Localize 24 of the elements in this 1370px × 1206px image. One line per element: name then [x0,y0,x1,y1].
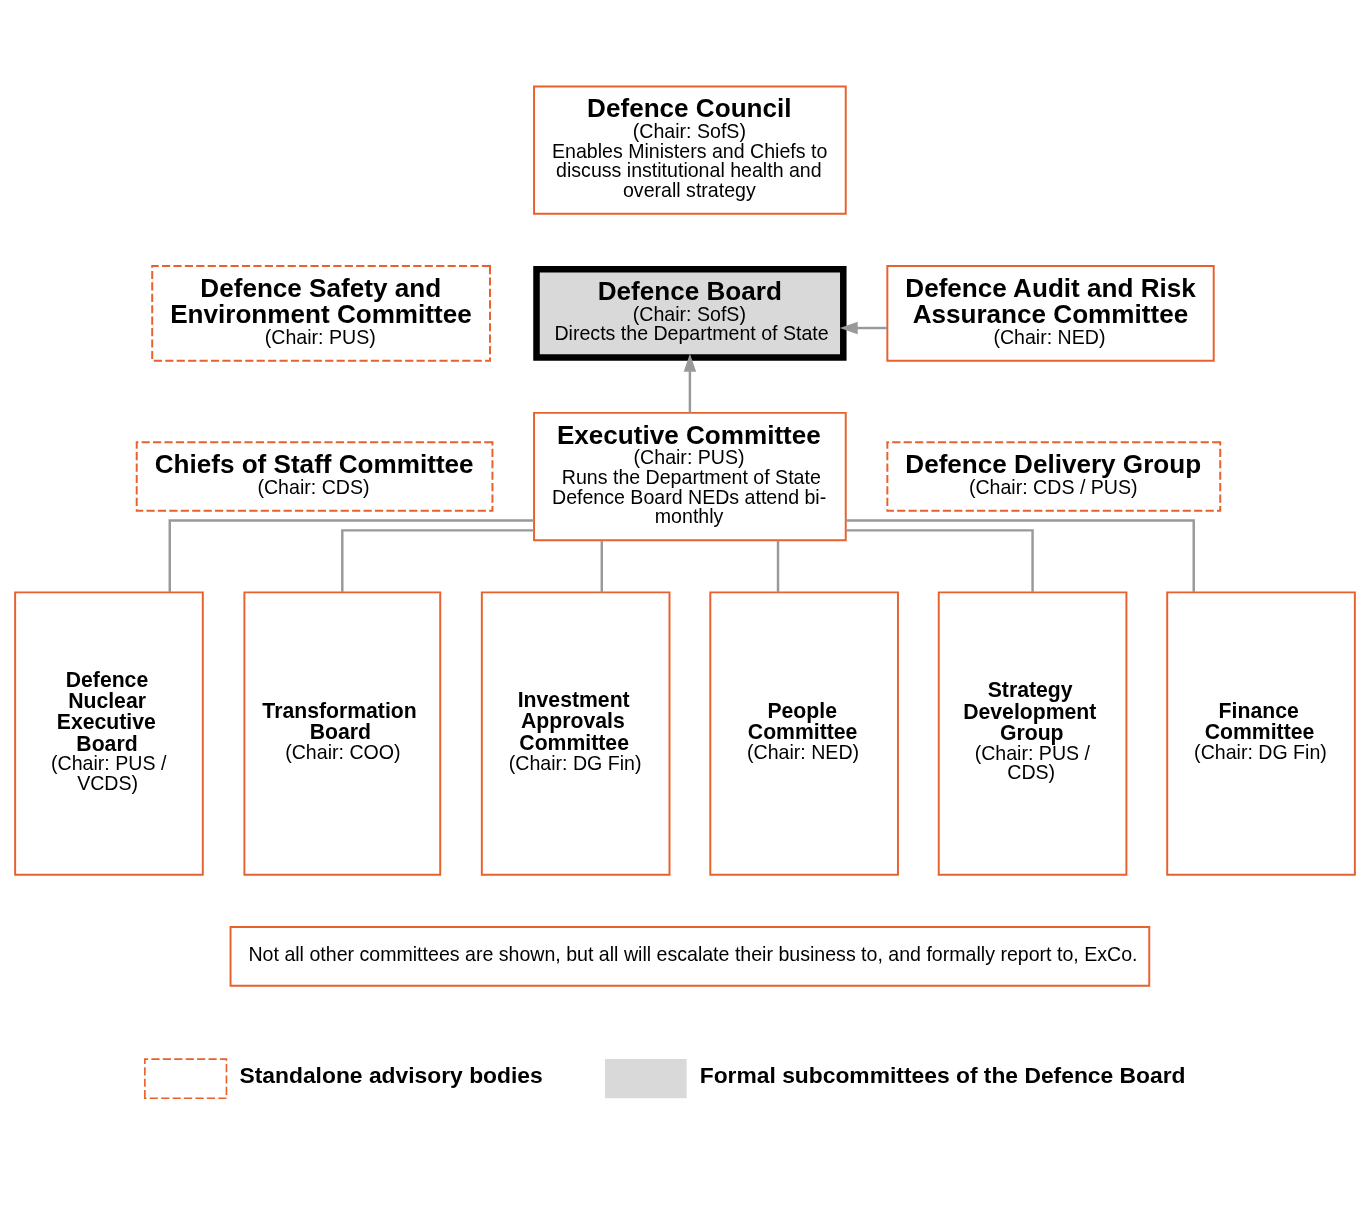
connector [168,519,534,593]
node-box: Defence Safety and Environment Committee (Chair: PUS) [151,265,491,362]
node-box: Chiefs of Staff Committee (Chair: CDS) [135,441,494,512]
node-box: Executive Committee (Chair: PUS) Runs the Department of State Defence Board NEDs attend bi-monthly [533,411,847,542]
node-box: Investment Approvals Committee (Chair: DG Fin) [480,591,671,876]
node-box: Defence Council (Chair: SofS) Enables Ministers and Chiefs to discuss institutional health and overall strategy [533,85,847,215]
node-box: Transformation Board (Chair: COO) [243,591,442,876]
node-box: Not all other committees are shown, but all will escalate their business to, and formally report to, ExCo. [229,925,1151,987]
legend-label: Formal subcommittees of the Defence Board [699,1062,1186,1089]
connector [845,519,1195,593]
arrow [683,353,697,413]
node-box: Finance Committee (Chair: DG Fin) [1166,591,1356,876]
node-box: People Committee (Chair: NED) [709,591,899,876]
connector [776,540,780,593]
connector [341,529,534,592]
node-box: Defence Delivery Group (Chair: CDS / PUS) [886,441,1222,512]
connector [600,540,603,593]
node-box: Defence Board (Chair: SofS) Directs the Department of State [533,266,847,361]
connector [846,529,1034,592]
node-box: Defence Audit and Risk Assurance Committee (Chair: NED) [886,265,1215,362]
legend-label: Standalone advisory bodies [239,1062,543,1089]
node-box: Strategy Development Group (Chair: PUS / CDS) [937,591,1128,876]
arrow [839,321,888,335]
node-box: Defence Nuclear Executive Board (Chair: PUS / VCDS) [14,591,204,876]
